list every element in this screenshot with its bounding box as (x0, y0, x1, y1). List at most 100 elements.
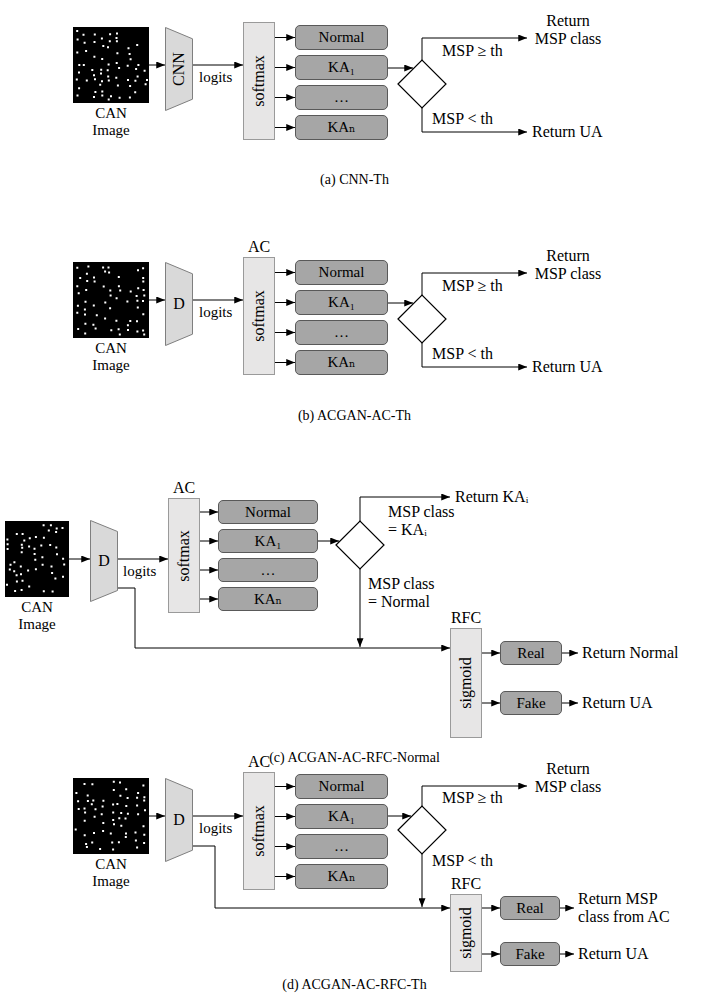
can-image-node: CAN Image (73, 262, 149, 338)
image-label: CAN Image (85, 340, 137, 374)
network-block: D (165, 262, 193, 346)
connector-arrow (149, 65, 165, 66)
connector-arrow (275, 816, 295, 817)
class-label: … (334, 324, 349, 341)
return-label: Return UA (532, 358, 603, 376)
layer-heading: RFC (451, 609, 481, 627)
trapezoid-outline (166, 263, 193, 346)
class-label: Fake (515, 946, 544, 963)
connector-arrow (69, 559, 90, 560)
layer-box: ACsoftmax (243, 257, 275, 375)
connector-arrow (193, 300, 243, 301)
can-image-node: CAN Image (73, 27, 149, 103)
result-arrow (562, 703, 578, 704)
branch-arrow (388, 303, 413, 304)
trapezoid-outline (166, 28, 193, 111)
can-image (73, 778, 149, 854)
decision-diamond (398, 806, 446, 854)
figure-caption: (c) ACGAN-AC-RFC-Normal (0, 750, 709, 766)
connector-arrow (275, 37, 295, 38)
figure-caption: (a) CNN-Th (0, 172, 709, 188)
branch-arrow (422, 786, 527, 806)
branch-arrow (422, 273, 527, 295)
connector-arrow (275, 362, 295, 363)
class-box: Normal (295, 260, 388, 285)
class-label: KA₁ (328, 808, 355, 825)
return-label: MSP class = KAᵢ (388, 503, 460, 539)
branch-arrow (422, 38, 527, 60)
class-box: Fake (500, 691, 562, 715)
return-label: MSP ≥ th (442, 789, 503, 807)
class-box: … (295, 320, 388, 345)
connector-arrow (482, 653, 500, 654)
decision-diamond (398, 295, 446, 343)
layer-box: RFCsigmoid (450, 894, 482, 972)
layer-box: ACsoftmax (168, 498, 200, 613)
connector-arrow (193, 65, 243, 66)
class-box: … (295, 834, 388, 859)
connector-arrow (193, 816, 243, 817)
class-box: … (295, 85, 388, 110)
edge-label: logits (122, 563, 157, 580)
trapezoid-outline (91, 521, 118, 602)
connector-arrow (200, 512, 218, 513)
class-label: Normal (319, 778, 365, 795)
layer-name: softmax (250, 55, 268, 107)
connector-arrow (275, 67, 295, 68)
layer-heading: AC (173, 479, 195, 497)
connector-arrow (482, 954, 500, 955)
layer-box: RFCsigmoid (450, 628, 482, 738)
image-label: CAN Image (85, 105, 137, 139)
class-label: … (334, 89, 349, 106)
can-image-dots (75, 781, 146, 851)
can-image-node: CAN Image (5, 521, 69, 597)
can-image (73, 27, 149, 103)
class-box: KAₙ (218, 587, 318, 611)
can-image (5, 521, 69, 597)
branch-arrow (422, 343, 527, 367)
connector-arrow (149, 300, 165, 301)
layer-box: softmax (243, 22, 275, 140)
class-box: KAₙ (295, 864, 388, 889)
layer-heading: RFC (451, 875, 481, 893)
class-box: Fake (500, 942, 560, 966)
connector-arrow (275, 127, 295, 128)
class-box: … (218, 558, 318, 582)
class-label: … (261, 562, 276, 579)
connector-arrow (482, 703, 500, 704)
branch-arrow (388, 68, 413, 69)
network-block: CNN (165, 27, 193, 111)
layer-name: softmax (250, 290, 268, 342)
edge-label: logits (198, 304, 233, 321)
network-block: D (90, 520, 118, 602)
return-label: MSP < th (432, 852, 493, 870)
class-label: KA₁ (328, 294, 355, 311)
class-label: KA₁ (255, 533, 282, 550)
layer-name: softmax (250, 805, 268, 857)
class-box: KAₙ (295, 350, 388, 375)
return-label: Return MSP class (532, 760, 604, 796)
image-label: CAN Image (11, 599, 63, 633)
class-label: KA₁ (328, 59, 355, 76)
result-arrow (560, 954, 574, 955)
layer-box: ACsoftmax (243, 772, 275, 890)
layer-name: softmax (175, 530, 193, 582)
class-label: KAₙ (327, 868, 355, 885)
connector-arrow (275, 332, 295, 333)
decision-diamond (398, 60, 446, 108)
can-image (73, 262, 149, 338)
connector-arrow (275, 97, 295, 98)
layer-heading: AC (248, 753, 270, 771)
figure-caption: (d) ACGAN-AC-RFC-Th (0, 977, 709, 993)
class-label: Normal (245, 504, 291, 521)
connector-arrow (200, 599, 218, 600)
connector-arrow (275, 876, 295, 877)
network-name: D (98, 552, 110, 570)
return-label: Return UA (578, 945, 649, 963)
decision-diamond (336, 521, 384, 569)
branch-arrow (318, 541, 339, 542)
class-label: … (334, 838, 349, 855)
class-box: KAₙ (295, 115, 388, 140)
class-label: KAₙ (254, 591, 282, 608)
